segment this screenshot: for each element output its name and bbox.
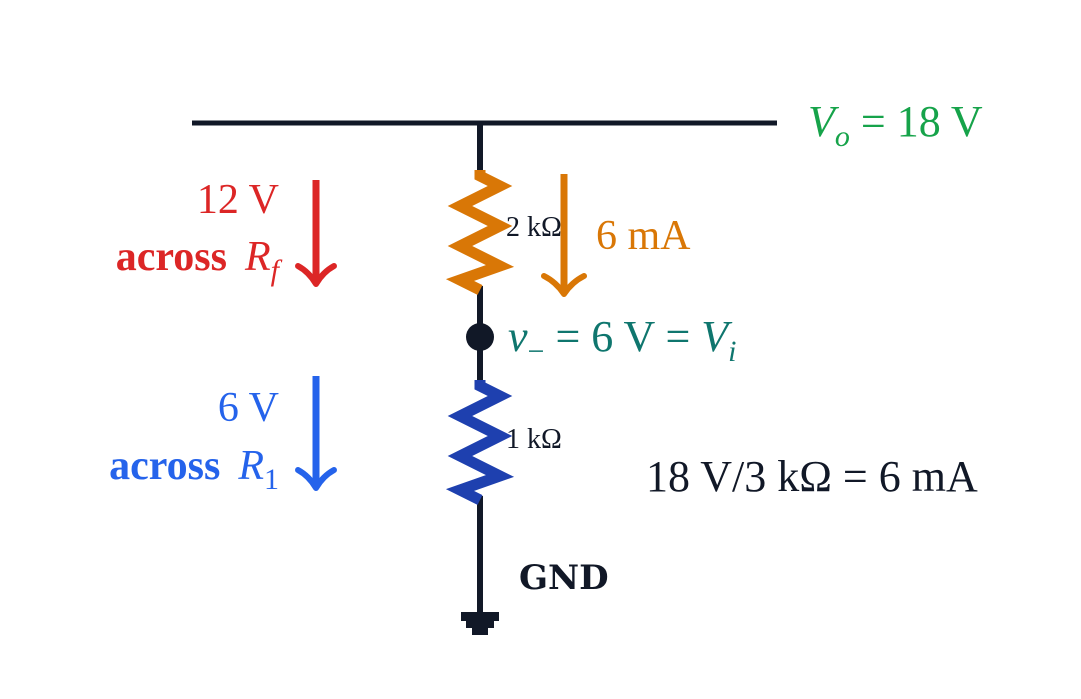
- rf-voltage-caption: across Rf: [116, 234, 283, 287]
- r1-resistor: [445, 380, 515, 505]
- node-lhs-subscript: −: [528, 335, 545, 368]
- current-arrowhead: [541, 273, 587, 297]
- r1-symbol: R: [237, 443, 264, 489]
- r1-value-label: 1 kΩ: [506, 424, 562, 455]
- node-lhs-symbol: v: [508, 312, 528, 361]
- node-rhs-subscript: i: [728, 335, 736, 368]
- rf-across-word: across: [116, 234, 227, 280]
- r1-subscript: 1: [264, 463, 279, 496]
- output-subscript: o: [835, 120, 850, 153]
- rf-voltage-value: 12 V: [197, 177, 279, 223]
- r1-voltage-caption: across R1: [109, 443, 279, 496]
- rf-voltage-arrowhead: [295, 263, 337, 287]
- rf-symbol: R: [244, 234, 271, 280]
- output-symbol: V: [808, 97, 840, 146]
- ground-symbol: [461, 612, 499, 635]
- current-label: 6 mA: [596, 213, 691, 259]
- rf-value-label: 2 kΩ: [506, 212, 562, 243]
- node-voltage-label: v− = 6 V = Vi: [508, 312, 737, 368]
- calculation-label: 18 V/3 kΩ = 6 mA: [646, 452, 978, 501]
- r1-voltage-value: 6 V: [218, 385, 279, 431]
- rf-resistor: [445, 170, 515, 295]
- ground-label: GND: [519, 558, 609, 598]
- rf-subscript: f: [271, 254, 283, 287]
- node-dot: [466, 323, 494, 351]
- node-rhs-symbol: V: [701, 312, 733, 361]
- node-middle: = 6 V =: [544, 312, 701, 361]
- output-equals: = 18 V: [850, 97, 983, 146]
- output-voltage-label: Vo = 18 V: [808, 97, 983, 153]
- r1-voltage-arrowhead: [295, 467, 337, 491]
- r1-across-word: across: [109, 443, 220, 489]
